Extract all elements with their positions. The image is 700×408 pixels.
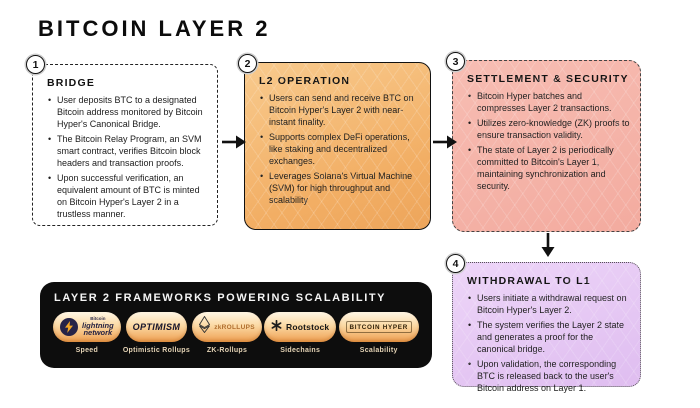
lightning-network-logo: Bitcoin lightning network <box>53 312 121 342</box>
optimism-logo: OPTIMISM <box>125 312 188 342</box>
step-box-settlement-security: SETTLEMENT & SECURITY Bitcoin Hyper batc… <box>452 60 641 232</box>
framework-item-zkrollups: zkROLLUPS ZK-Rollups <box>192 312 262 354</box>
framework-label: Scalability <box>359 347 398 354</box>
bullet-item: The Bitcoin Relay Program, an SVM smart … <box>47 134 207 170</box>
step-bullets: Bitcoin Hyper batches and compresses Lay… <box>467 91 630 193</box>
frameworks-panel: LAYER 2 FRAMEWORKS POWERING SCALABILITY … <box>40 282 432 368</box>
framework-item-rootstock: Rootstock Sidechains <box>264 312 337 354</box>
frameworks-heading: LAYER 2 FRAMEWORKS POWERING SCALABILITY <box>54 292 387 304</box>
bullet-item: Upon validation, the corresponding BTC i… <box>467 359 630 395</box>
zkrollups-logo: zkROLLUPS <box>192 312 262 342</box>
step-bullets: User deposits BTC to a designated Bitcoi… <box>47 95 207 221</box>
step-heading: SETTLEMENT & SECURITY <box>467 73 629 85</box>
framework-label: Sidechains <box>280 347 321 354</box>
bullet-item: User deposits BTC to a designated Bitcoi… <box>47 95 207 131</box>
bullet-item: The system verifies the Layer 2 state an… <box>467 320 630 356</box>
lightning-network-wordmark: Bitcoin lightning network <box>82 316 114 338</box>
bullet-item: Users initiate a withdrawal request on B… <box>467 293 630 317</box>
framework-label: Optimistic Rollups <box>122 347 191 354</box>
framework-item-optimism: OPTIMISM Optimistic Rollups <box>123 312 190 354</box>
step-number-badge: 4 <box>446 254 465 273</box>
bullet-item: Supports complex DeFi operations, like s… <box>259 132 420 168</box>
arrow-right-icon <box>432 134 458 155</box>
framework-item-lightning: Bitcoin lightning network Speed <box>53 312 121 354</box>
frameworks-row: Bitcoin lightning network Speed OPTIMISM… <box>53 312 419 354</box>
framework-item-bitcoin-hyper: BITCOIN HYPER Scalability <box>338 312 419 354</box>
bullet-item: Users can send and receive BTC on Bitcoi… <box>259 93 420 129</box>
step-box-bridge: BRIDGE User deposits BTC to a designated… <box>32 64 218 226</box>
bitcoin-hyper-logo: BITCOIN HYPER <box>338 312 419 342</box>
step-bullets: Users can send and receive BTC on Bitcoi… <box>259 93 420 207</box>
step-bullets: Users initiate a withdrawal request on B… <box>467 293 630 395</box>
step-box-l2-operation: L2 OPERATION Users can send and receive … <box>244 62 431 230</box>
bullet-item: Leverages Solana's Virtual Machine (SVM)… <box>259 171 420 207</box>
bullet-item: Upon successful verification, an equival… <box>47 173 207 221</box>
page-title: BITCOIN LAYER 2 <box>38 16 271 41</box>
arrow-down-icon <box>540 232 556 263</box>
bullet-item: Utilizes zero-knowledge (ZK) proofs to e… <box>467 118 630 142</box>
bullet-item: The state of Layer 2 is periodically com… <box>467 145 630 193</box>
step-box-withdrawal-l1: WITHDRAWAL TO L1 Users initiate a withdr… <box>452 262 641 393</box>
rootstock-logo: Rootstock <box>264 312 337 342</box>
ethereum-diamond-icon <box>199 315 211 338</box>
step-heading: WITHDRAWAL TO L1 <box>467 275 591 287</box>
step-number-badge: 3 <box>446 52 465 71</box>
framework-label: Speed <box>75 347 99 354</box>
step-number-badge: 1 <box>26 55 45 74</box>
step-heading: BRIDGE <box>47 77 96 89</box>
arrow-right-icon <box>221 134 247 155</box>
step-number-badge: 2 <box>238 54 257 73</box>
framework-label: ZK-Rollups <box>206 347 248 354</box>
step-heading: L2 OPERATION <box>259 75 351 87</box>
bullet-item: Bitcoin Hyper batches and compresses Lay… <box>467 91 630 115</box>
lightning-bolt-icon <box>60 318 78 336</box>
rootstock-asterisk-icon <box>271 318 282 336</box>
